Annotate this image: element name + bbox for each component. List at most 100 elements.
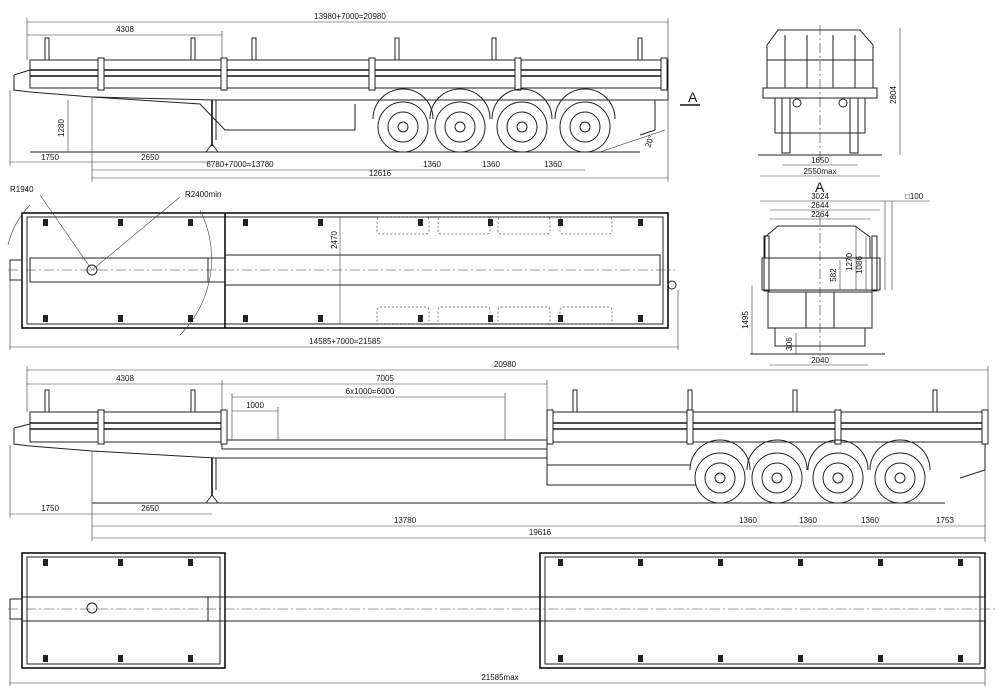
dim-stake-section: □100: [905, 192, 924, 201]
dim-extension: 7005: [376, 374, 394, 383]
side-post: [546, 409, 554, 445]
side-rail: [29, 59, 669, 89]
stake-pocket: [188, 219, 193, 226]
dim-kingpin-to-leg-ext: 2650: [141, 504, 159, 513]
dim-kingpin-to-rear: 12616: [369, 169, 392, 178]
rear-deck-outline: [539, 552, 986, 669]
stake-pocket: [558, 559, 563, 566]
fender: [689, 439, 751, 471]
dim-step: 1000: [246, 401, 264, 410]
dim-stake-height: 1270: [845, 253, 854, 271]
side-post: [97, 409, 105, 445]
side-post: [686, 409, 694, 445]
wheel-hub: [714, 472, 726, 484]
stake: [44, 389, 50, 413]
rear-bumper: [620, 99, 656, 136]
stake-pocket: [43, 655, 48, 662]
stake-pocket: [488, 219, 493, 226]
stake: [637, 37, 643, 61]
stake-pocket: [558, 219, 563, 226]
wheel-hub: [579, 121, 591, 133]
tire-outline: [497, 306, 551, 325]
dim-side-board: 582: [829, 268, 838, 282]
wheel-rim: [444, 111, 476, 143]
stake-pocket: [638, 655, 643, 662]
wheel-rim: [761, 462, 793, 494]
wheel-hub: [832, 472, 844, 484]
kingpin: [86, 264, 98, 276]
side-view-retracted: 13980+7000=20980 4308 20° A 1280 1750 26…: [9, 12, 700, 182]
side-post: [514, 57, 522, 91]
dim-width-mid: 2644: [811, 201, 829, 210]
stake-pocket: [243, 219, 248, 226]
stake-pocket: [558, 655, 563, 662]
dim-deck-height: 1280: [57, 119, 66, 137]
stake: [491, 37, 497, 61]
stake-pocket: [558, 315, 563, 322]
fender: [869, 439, 931, 471]
stake-pocket: [958, 559, 963, 566]
dim-kingpin-to-axle: 6780+7000=13780: [206, 160, 274, 169]
landing-leg-ext: [205, 458, 219, 504]
stake-pocket: [43, 559, 48, 566]
tire-outline: [559, 306, 613, 325]
stake-pocket: [488, 315, 493, 322]
kingpin-ext: [86, 602, 98, 614]
stake: [792, 389, 798, 413]
side-view-extended: 20980 4308 7005 6x1000=6000 1000 1750 26…: [9, 360, 989, 542]
wheel-tire: [496, 101, 548, 153]
side-post: [981, 409, 989, 445]
front-deck-outline: [21, 552, 226, 669]
wheel-hub: [771, 472, 783, 484]
fender: [429, 88, 491, 120]
dim-overall-length: 13980+7000=20980: [314, 12, 386, 21]
stake-pocket: [878, 559, 883, 566]
wheel-tire: [751, 452, 803, 504]
stake-pocket: [188, 559, 193, 566]
tire-outline: [559, 216, 613, 235]
stake-pocket: [638, 219, 643, 226]
stake-pocket: [118, 315, 123, 322]
front-hitch: [13, 69, 31, 93]
dim-track: 1650: [811, 156, 829, 165]
dim-axle-spacing-1: 1360: [423, 160, 441, 169]
dim-kingpin-to-leg: 2650: [141, 153, 159, 162]
dim-kingpin-to-axle-ext: 13780: [394, 516, 417, 525]
dim-ground-clear: 306: [785, 337, 794, 351]
tire-outline: [376, 306, 430, 325]
dim-front-overhang: 1750: [41, 153, 59, 162]
stake: [932, 389, 938, 413]
fender: [372, 88, 434, 120]
stake: [190, 37, 196, 61]
stake: [394, 37, 400, 61]
fender: [807, 439, 869, 471]
wheel-tire: [434, 101, 486, 153]
fender: [491, 88, 553, 120]
dim-stake-inner: 1086: [855, 256, 864, 274]
dim-overall-length-ext-top: 21585max: [481, 673, 518, 682]
stake-pocket: [418, 315, 423, 322]
stake-pocket: [118, 559, 123, 566]
stake-pocket: [878, 655, 883, 662]
dim-extension-steps: 6x1000=6000: [346, 387, 395, 396]
stake-pocket: [118, 219, 123, 226]
wheel-rim: [822, 462, 854, 494]
dim-fifth-wheel-height: 1495: [741, 311, 750, 329]
stake-pocket: [958, 655, 963, 662]
side-post: [834, 409, 842, 445]
wheel-hub: [397, 121, 409, 133]
stake-pocket: [318, 219, 323, 226]
wheel-tire: [377, 101, 429, 153]
dim-front-section-ext: 4308: [116, 374, 134, 383]
stake-pocket: [718, 559, 723, 566]
dim-base-width: 2040: [811, 356, 829, 365]
dim-axle-spacing-ext-1: 1360: [739, 516, 757, 525]
dim-rear-overhang: 1753: [936, 516, 954, 525]
tire-outline: [376, 216, 430, 235]
wheel-tire: [694, 452, 746, 504]
side-post: [368, 57, 376, 91]
dim-front-section: 4308: [116, 25, 134, 34]
stake-pocket: [418, 219, 423, 226]
stake-pocket: [43, 315, 48, 322]
stake-pocket: [43, 219, 48, 226]
